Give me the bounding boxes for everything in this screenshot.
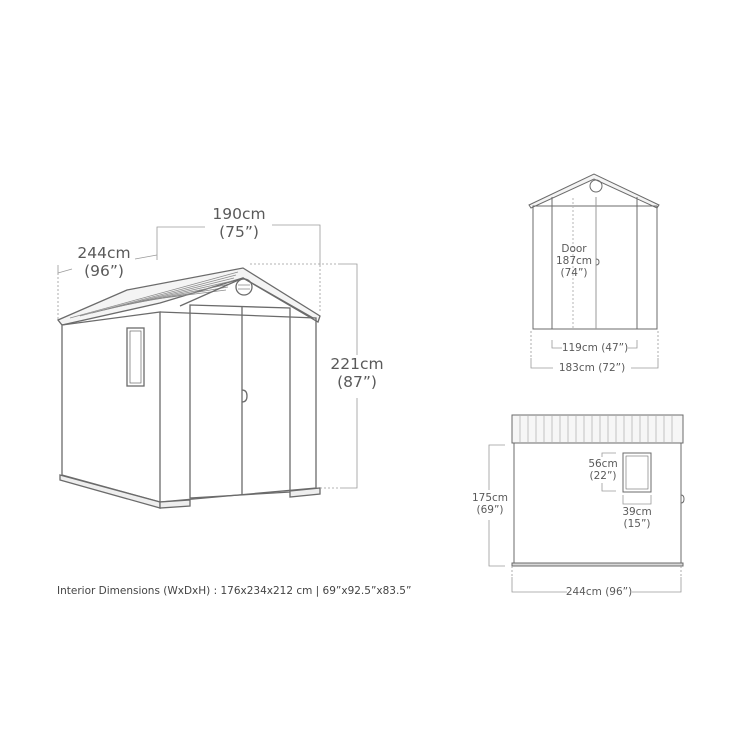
door-height-label: Door 187cm (74”) xyxy=(553,243,595,279)
door-height-in: (74”) xyxy=(560,267,588,280)
height-in: (87”) xyxy=(337,372,377,391)
door-height-cm: 187cm xyxy=(555,255,593,268)
width-in: (75”) xyxy=(219,222,259,241)
front-width-label: 183cm (72”) xyxy=(558,362,626,374)
door-title: Door xyxy=(561,243,587,255)
height-dimension-label: 221cm (87”) xyxy=(326,355,388,392)
wall-height-cm: 175cm xyxy=(471,492,509,504)
height-cm: 221cm xyxy=(330,355,384,373)
width-cm: 190cm xyxy=(212,205,266,223)
door-width-label: 119cm (47”) xyxy=(561,342,629,354)
perspective-shed xyxy=(56,267,321,509)
interior-dimensions-caption: Interior Dimensions (WxDxH) : 176x234x21… xyxy=(57,585,412,597)
perspective-dimension-lines xyxy=(57,224,358,489)
window-height-cm: 56cm xyxy=(588,458,618,470)
side-elevation xyxy=(511,414,685,567)
depth-dimension-label: 244cm (96”) xyxy=(72,244,136,281)
window-width-in: (15”) xyxy=(623,518,651,531)
wall-height-in: (69”) xyxy=(476,504,504,517)
depth-cm: 244cm xyxy=(77,244,131,262)
width-dimension-label: 190cm (75”) xyxy=(205,205,273,242)
window-width-cm: 39cm xyxy=(622,506,652,518)
window-width-label: 39cm (15”) xyxy=(620,506,654,530)
window-height-label: 56cm (22”) xyxy=(586,458,620,482)
window-height-in: (22”) xyxy=(589,470,617,483)
front-elevation xyxy=(528,173,660,330)
wall-height-label: 175cm (69”) xyxy=(466,492,514,516)
side-length-label: 244cm (96”) xyxy=(565,586,633,598)
depth-in: (96”) xyxy=(84,261,124,280)
side-dimension-lines xyxy=(488,444,682,593)
front-dimension-lines xyxy=(530,331,659,369)
